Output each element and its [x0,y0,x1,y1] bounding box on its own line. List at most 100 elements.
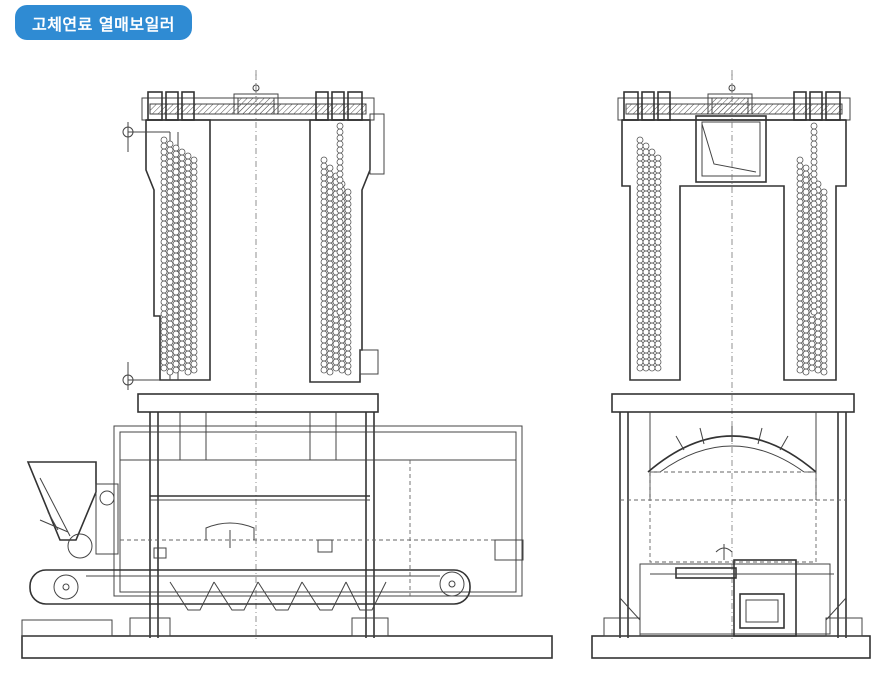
tube-circle [160,358,168,366]
tube-circle [820,218,828,226]
tube-circle [636,304,644,312]
tube-circle [160,310,168,318]
tube-circle [190,234,198,242]
tube-circle [332,346,340,354]
front-view [591,70,871,659]
tube-circle [814,336,822,344]
tube-circle [178,214,186,222]
tube-circle [654,184,662,192]
tube-circle [336,278,344,286]
tube-circle [190,294,198,302]
tube-circle [336,140,344,148]
tube-circle [648,298,656,306]
tube-circle [636,340,644,348]
tube-circle [190,348,198,356]
tube-circle [344,242,352,250]
tube-circle [332,334,340,342]
tube-circle [326,302,334,310]
tube-circle [802,176,810,184]
tube-circle [160,346,168,354]
tube-circle [636,244,644,252]
tube-circle [172,156,180,164]
tube-circle [648,172,656,180]
tube-circle [642,364,650,372]
tube-circle [802,272,810,280]
tube-circle [636,196,644,204]
tube-circle [320,294,328,302]
tube-circle [320,162,328,170]
tube-circle [160,202,168,210]
tube-circle [814,318,822,326]
tube-circle [636,256,644,264]
tube-circle [320,282,328,290]
tube-circle [166,188,174,196]
tube-circle [820,284,828,292]
tube-circle [172,360,180,368]
tube-circle [636,334,644,342]
tube-circle [648,250,656,258]
tube-circle [190,156,198,164]
tube-circle [320,258,328,266]
tube-circle [654,244,662,252]
tube-circle [172,264,180,272]
tube-circle [654,226,662,234]
tube-circle [172,198,180,206]
tube-circle [344,254,352,262]
tube-circle [336,194,344,202]
tube-circle [184,152,192,160]
tube-circle [178,148,186,156]
tube-circle [344,320,352,328]
tube-circle [796,330,804,338]
tube-circle [820,248,828,256]
tube-circle [344,230,352,238]
tube-circle [654,196,662,204]
tube-circle [802,254,810,262]
tube-circle [160,340,168,348]
tube-circle [178,286,186,294]
tube-circle [648,256,656,264]
tube-circle [336,260,344,268]
tube-circle [654,346,662,354]
tube-circle [166,296,174,304]
tube-circle [166,212,174,220]
tube-circle [648,328,656,336]
tube-circle [344,368,352,376]
tube-circle [820,260,828,268]
tube-circle [642,238,650,246]
tube-circle [648,208,656,216]
tube-circle [820,362,828,370]
tube-circle [820,368,828,376]
tube-circle [172,240,180,248]
tube-circle [160,352,168,360]
tube-circle [642,322,650,330]
tube-circle [648,268,656,276]
tube-circle [160,304,168,312]
tube-circle [184,242,192,250]
tube-circle [172,312,180,320]
tube-circle [654,304,662,312]
tube-circle [802,266,810,274]
tube-circle [184,218,192,226]
tube-circle [654,364,662,372]
tube-circle [184,254,192,262]
tube-circle [654,238,662,246]
tube-circle [648,202,656,210]
tube-circle [178,310,186,318]
tube-circle [808,316,816,324]
tube-circle [336,134,344,142]
tube-circle [326,320,334,328]
tube-circle [796,366,804,374]
tube-circle [336,200,344,208]
tube-circle [320,360,328,368]
tube-circle [336,248,344,256]
tube-circle [820,230,828,238]
tube-circle [648,184,656,192]
tube-circle [336,302,344,310]
tube-circle [810,248,818,256]
tube-circle [796,228,804,236]
tube-circle [160,262,168,270]
tube-circle [636,142,644,150]
tube-circle [336,182,344,190]
tube-circle [810,194,818,202]
tube-circle [172,180,180,188]
